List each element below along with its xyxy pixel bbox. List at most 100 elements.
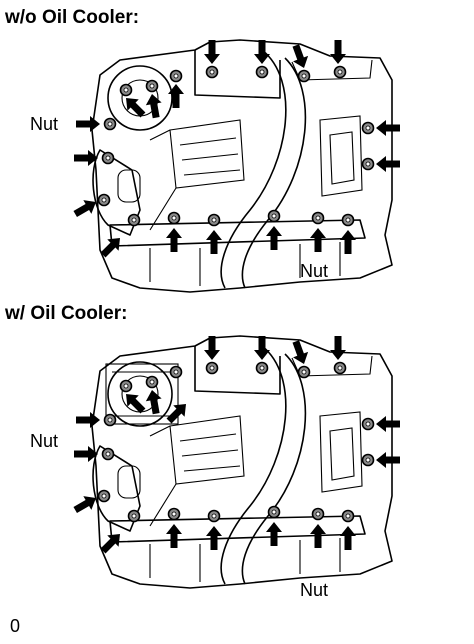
curved-band (220, 49, 287, 289)
bolt-icon (297, 69, 311, 83)
bolt-icon (169, 365, 183, 379)
filter-housing-outer (107, 65, 173, 131)
block-outline (91, 39, 393, 293)
bolt-icon (311, 507, 325, 521)
arrow-icon (254, 336, 270, 360)
arrow-icon (310, 524, 326, 548)
bolt-icon (361, 121, 375, 135)
bolt-icon (297, 365, 311, 379)
bolt-icon (267, 505, 281, 519)
figure-2-nut-label-bottom: Nut (300, 580, 329, 600)
arrow-icon (168, 84, 184, 108)
center-ribs (179, 433, 241, 472)
bolt-icon (255, 361, 269, 375)
arrow-icon (74, 150, 98, 166)
left-port (117, 169, 141, 203)
arrow-icon (292, 44, 309, 68)
footer-code: 0 (10, 616, 21, 636)
bolt-icon (169, 69, 183, 83)
bolt-icon (145, 375, 159, 389)
left-boss (92, 149, 141, 236)
right-window (319, 115, 363, 197)
right-window-inner (329, 131, 355, 185)
arrow-icon (166, 228, 182, 252)
bolt-icon (127, 509, 141, 523)
bolt-icon (267, 209, 281, 223)
bolt-icon (119, 83, 133, 97)
arrow-icon (74, 446, 98, 462)
figure-1-nut-label-bottom: Nut (300, 261, 329, 281)
arrow-icon (330, 336, 346, 360)
left-boss (92, 445, 141, 532)
bolt-icon (97, 489, 111, 503)
figure-1 (0, 20, 474, 320)
bolt-icon (333, 65, 347, 79)
oil-cooler-fins (112, 371, 172, 417)
bolt-icon (361, 417, 375, 431)
bolt-icon (127, 213, 141, 227)
left-port (117, 465, 141, 499)
bolt-icon (255, 65, 269, 79)
arrow-icon (376, 452, 400, 468)
bolt-icon (341, 213, 355, 227)
center-ribs (179, 137, 241, 176)
center-links (149, 129, 177, 231)
figure-1-caption: w/o Oil Cooler: (5, 7, 140, 28)
oil-cooler-outline (105, 363, 179, 425)
bolt-icon (205, 361, 219, 375)
arrow-icon (376, 120, 400, 136)
center-panel (169, 119, 245, 189)
arrow-icon (376, 416, 400, 432)
bolt-icon (97, 193, 111, 207)
right-window (319, 411, 363, 493)
figure-2-nut-label-left: Nut (30, 431, 59, 451)
figure-1-nut-label-left: Nut (30, 114, 59, 134)
center-links (149, 425, 177, 527)
right-window-inner (329, 427, 355, 481)
top-rail (194, 50, 281, 99)
arrow-icon (145, 94, 162, 119)
arrow-icon (310, 228, 326, 252)
filter-housing-outer (107, 361, 173, 427)
bolt-icon (341, 509, 355, 523)
arrow-icon (292, 340, 309, 364)
arrow-icon (166, 524, 182, 548)
arrow-icon (340, 526, 356, 550)
arrow-icon (204, 336, 220, 360)
arrow-icon (266, 522, 282, 546)
arrow-icon (100, 534, 120, 554)
arrow-icon (166, 404, 186, 424)
bolt-icon (207, 213, 221, 227)
engine-drawing-1 (73, 39, 400, 293)
arrow-icon (340, 230, 356, 254)
arrow-icon (330, 40, 346, 64)
bottom-legs (149, 242, 341, 286)
bolt-icon (207, 509, 221, 523)
bolt-icon (311, 211, 325, 225)
bolt-icon (103, 117, 117, 131)
bolt-icon (361, 453, 375, 467)
bolt-icon (333, 361, 347, 375)
arrow-icon (126, 98, 146, 118)
bolt-icon (119, 379, 133, 393)
figure-2 (0, 316, 474, 616)
bolt-icon (101, 151, 115, 165)
arrow-icon (76, 116, 100, 132)
arrow-icon (100, 238, 120, 258)
bolt-icon (145, 79, 159, 93)
bottom-legs (149, 538, 341, 582)
top-rail-right (291, 355, 373, 377)
arrow-icon (206, 526, 222, 550)
figure-2-caption: w/ Oil Cooler: (5, 303, 128, 324)
bottom-rail (109, 515, 366, 543)
bolt-icon (103, 413, 117, 427)
arrow-icon (206, 230, 222, 254)
bolt-icon (101, 447, 115, 461)
arrow-icon (126, 394, 146, 414)
block-outline (91, 335, 393, 589)
curved-band-inner (241, 353, 307, 585)
arrow-icon (266, 226, 282, 250)
arrow-icon (204, 40, 220, 64)
bolt-icon (205, 65, 219, 79)
curved-band-inner (241, 57, 307, 289)
